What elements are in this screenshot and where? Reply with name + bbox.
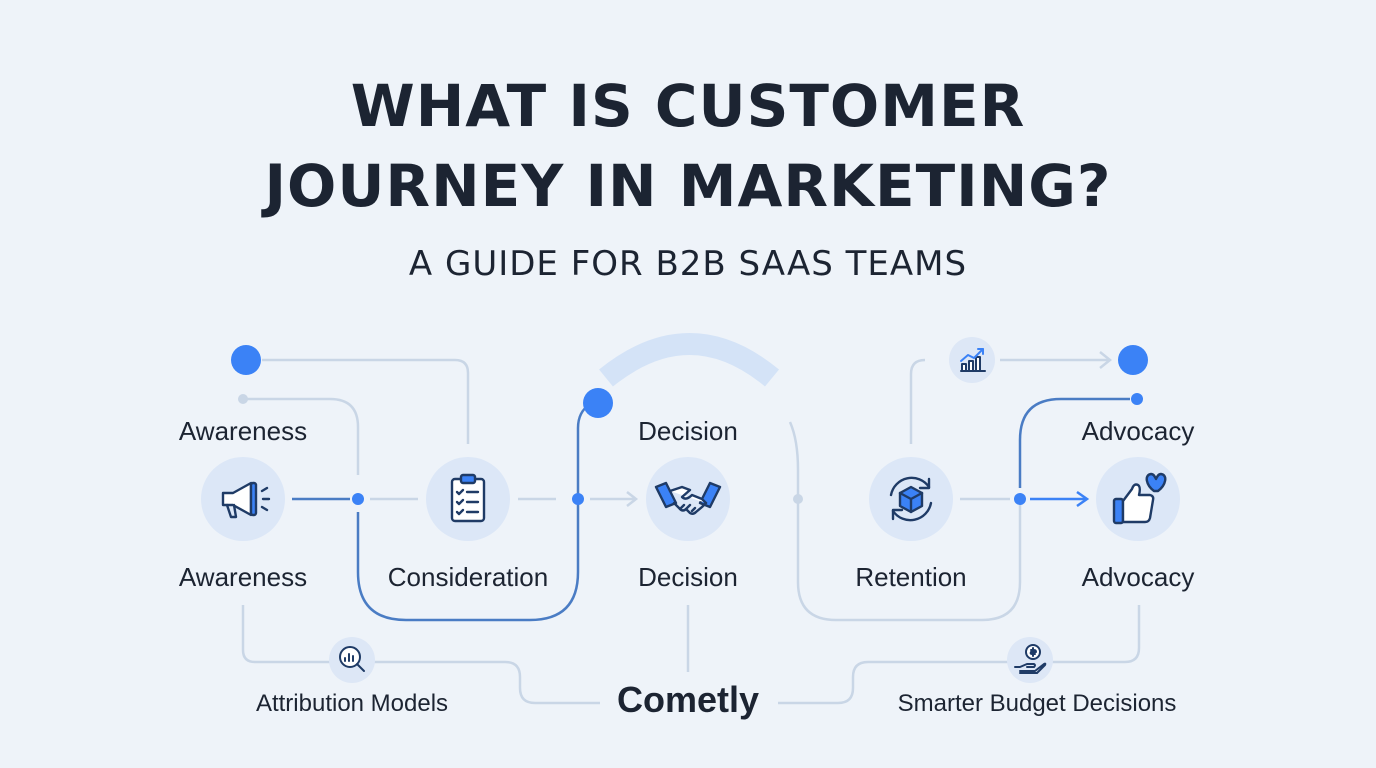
advocacy-label: Advocacy	[1081, 562, 1195, 592]
smarter-budget-decisions-label: Smarter Budget Decisions	[897, 690, 1177, 717]
decision-stage	[646, 457, 730, 541]
dot-awareness-consideration	[352, 493, 364, 505]
connector-awareness-top	[246, 397, 360, 475]
checklist-icon	[450, 473, 486, 523]
node-end	[1118, 345, 1148, 375]
dot-decision-retention	[793, 494, 803, 504]
connector-advocacy-arrowhead	[1076, 490, 1090, 508]
budget-icon-circle	[1007, 637, 1053, 683]
attribution-models-label: Attribution Models	[255, 690, 449, 717]
cycle-box-icon	[889, 476, 933, 522]
chart-magnifier-icon	[339, 646, 365, 672]
growth-icon-circle	[949, 337, 995, 383]
awareness-top-label: Awareness	[178, 416, 308, 446]
decision-label: Decision	[638, 562, 738, 592]
dot-advocacy-top	[1131, 393, 1143, 405]
page-subtitle: A GUIDE FOR B2B SAAS TEAMS	[408, 244, 968, 284]
attribution-icon-circle	[329, 637, 375, 683]
connector-retention-loop	[788, 421, 1022, 622]
retention-stage	[869, 457, 953, 541]
advocacy-top-label: Advocacy	[1081, 416, 1195, 446]
retention-label: Retention	[855, 562, 967, 592]
node-start	[231, 345, 261, 375]
dot-start-small	[238, 394, 248, 404]
connector-decision-arrowhead	[626, 491, 639, 507]
dot-retention-advocacy	[1014, 493, 1026, 505]
consideration-label: Consideration	[387, 562, 549, 592]
connector-advocacy-loop	[1018, 397, 1130, 488]
page-title-line1: WHAT IS CUSTOMER	[350, 72, 1026, 140]
thumbs-up-heart-icon	[1112, 472, 1167, 525]
connector-top-left	[262, 358, 470, 444]
advocacy-stage	[1096, 457, 1180, 541]
awareness-stage	[201, 457, 285, 541]
connector-retention-top	[909, 358, 926, 444]
connector-right-bottom	[778, 605, 1141, 705]
handshake-icon	[654, 481, 722, 515]
consideration-stage	[426, 457, 510, 541]
connector-awareness-bottom	[241, 605, 600, 705]
page-title-line2: JOURNEY IN MARKETING?	[264, 152, 1112, 220]
decision-top-label: Decision	[638, 416, 738, 446]
hand-money-icon	[1014, 644, 1047, 674]
connector-growth-arrowhead	[1099, 351, 1113, 369]
decision-arc	[599, 333, 780, 387]
awareness-label: Awareness	[178, 562, 308, 592]
growth-chart-icon	[960, 348, 986, 372]
node-decision	[583, 388, 613, 418]
dot-consideration-decision	[572, 493, 584, 505]
brand-logo-text: Cometly	[616, 679, 760, 720]
megaphone-icon	[221, 481, 271, 519]
connector-consideration-loop	[356, 402, 591, 622]
